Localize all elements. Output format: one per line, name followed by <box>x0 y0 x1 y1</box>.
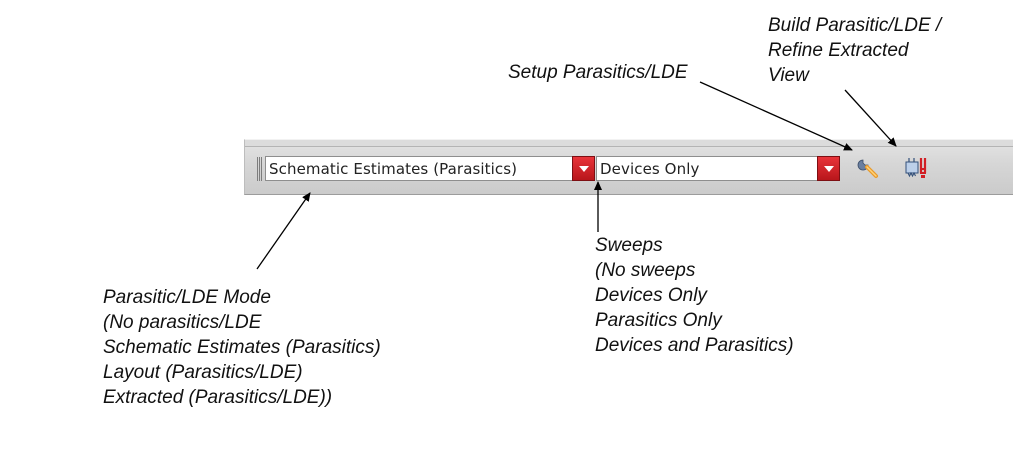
annotation-line: Build Parasitic/LDE / <box>768 15 942 36</box>
arrow-setup <box>699 81 853 151</box>
parasitic-mode-combobox[interactable]: Schematic Estimates (Parasitics) <box>265 156 595 181</box>
annotation-line: Devices Only <box>595 285 707 306</box>
arrow-build <box>844 89 897 147</box>
sweeps-combobox[interactable]: Devices Only <box>596 156 840 181</box>
mode-annotation: Parasitic/LDE Mode (No parasitics/LDE Sc… <box>103 285 381 410</box>
annotation-line: View <box>768 65 809 86</box>
parasitic-mode-value: Schematic Estimates (Parasitics) <box>269 160 518 178</box>
annotation-line: Schematic Estimates (Parasitics) <box>103 337 381 358</box>
build-refine-extracted-view-button[interactable] <box>902 155 930 181</box>
annotation-line: Parasitics Only <box>595 310 722 331</box>
chevron-down-icon[interactable] <box>817 156 840 181</box>
toolbar-grip-handle[interactable] <box>257 157 263 181</box>
setup-parasitics-button[interactable] <box>856 155 882 181</box>
annotation-line: (No sweeps <box>595 260 696 281</box>
annotation-line: Layout (Parasitics/LDE) <box>103 362 303 383</box>
wrench-icon <box>857 159 878 178</box>
annotation-line: Sweeps <box>595 235 663 256</box>
annotation-line: (No parasitics/LDE <box>103 312 262 333</box>
annotation-line: Extracted (Parasitics/LDE)) <box>103 387 333 408</box>
chevron-down-icon[interactable] <box>572 156 595 181</box>
build-annotation: Build Parasitic/LDE / Refine Extracted V… <box>768 13 941 88</box>
sweeps-value: Devices Only <box>600 160 700 178</box>
sweeps-annotation: Sweeps (No sweeps Devices Only Parasitic… <box>595 233 794 358</box>
annotation-line: Refine Extracted <box>768 40 909 61</box>
annotation-line: Parasitic/LDE Mode <box>103 287 271 308</box>
build-extracted-view-icon <box>905 158 927 178</box>
annotation-line: Devices and Parasitics) <box>595 335 794 356</box>
arrow-mode <box>256 192 311 270</box>
parasitics-toolbar: Schematic Estimates (Parasitics) Devices… <box>244 139 1013 195</box>
setup-annotation: Setup Parasitics/LDE <box>508 62 688 83</box>
